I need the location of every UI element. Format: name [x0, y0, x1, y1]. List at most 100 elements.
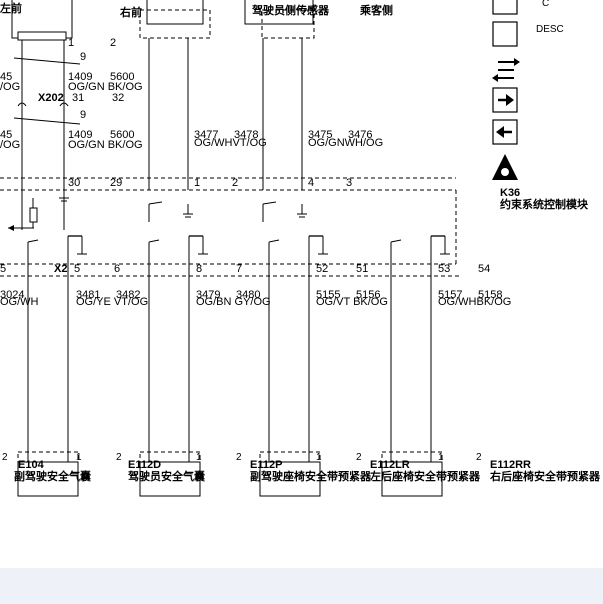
pin-label: 30: [68, 177, 80, 189]
circuit-number: 5155: [316, 289, 340, 301]
pin-label: 51: [356, 263, 368, 275]
pin-label: 7: [236, 263, 242, 275]
wire-color: OG/WHVT/OG: [194, 137, 267, 149]
top-module-right-front: 右前: [119, 0, 211, 39]
pin-label: 2: [2, 452, 8, 463]
module-label: 副驾驶座椅安全带预紧器: [250, 469, 372, 483]
arrow-left-icon[interactable]: [492, 119, 518, 145]
circuit-number: 3481: [76, 289, 100, 301]
pin-label: 4: [308, 177, 314, 189]
wire-color: /OG: [0, 81, 20, 93]
top-module-passenger: 乘客侧: [359, 3, 393, 17]
bottom-module-e112rr: 2 E112RR 右后座椅安全带预紧器: [476, 452, 601, 483]
top-module-label: 左前: [0, 1, 22, 15]
circuit-number: 5600: [110, 71, 134, 83]
lower-switches: [27, 235, 450, 255]
connector-label: X2: [54, 263, 67, 275]
module-code: E112RR: [490, 459, 531, 471]
wire-color: OG/YE VT/OG: [76, 296, 148, 308]
wire-color: OG/GN BK/OG: [68, 139, 143, 151]
circuit-number: 3480: [236, 289, 260, 301]
footer-band: [0, 568, 603, 604]
module-code: E112P: [250, 459, 282, 471]
pin-label: 2: [110, 37, 116, 49]
circuit-number: 3482: [116, 289, 140, 301]
wire-color: OG/BN GY/OG: [196, 296, 271, 308]
circuit-number: 1409: [68, 129, 92, 141]
pin-label: 29: [110, 177, 122, 189]
k36-code: K36: [500, 187, 520, 199]
wire-color: OG/WHBK/OG: [438, 296, 511, 308]
pin-label: 53: [438, 263, 450, 275]
circuit-number: 5600: [110, 129, 134, 141]
pin-label: 6: [114, 263, 120, 275]
top-module-left-front: 左前: [0, 0, 73, 41]
bottom-module-e112lr: 2 1 E112LR 左后座椅安全带预紧器: [356, 451, 481, 497]
esd-warning-icon[interactable]: [492, 154, 518, 180]
mid-wires: 3477 3478 OG/WHVT/OG 3475 3476 OG/GNWH/O…: [148, 38, 383, 170]
legend: C DESC: [492, 0, 564, 180]
pin-label: 1: [76, 452, 82, 463]
connector-pin: 31: [72, 92, 84, 104]
top-module-driver: 驾驶员侧传感器: [244, 0, 330, 39]
k36-name: 约束系统控制模块: [500, 197, 589, 211]
pin-label: 1: [196, 452, 202, 463]
pin-label: 2: [232, 177, 238, 189]
circuit-number: 5156: [356, 289, 380, 301]
module-label: 左后座椅安全带预紧器: [369, 469, 481, 483]
pin-label: 1: [68, 37, 74, 49]
pin-label: 9: [80, 109, 86, 121]
k36-module-outline: 30 29 1 2 4 3 K36 约束系统控制模块: [0, 170, 589, 277]
pin-label: 54: [478, 263, 490, 275]
pin-label: 52: [316, 263, 328, 275]
module-code: E112D: [128, 459, 161, 471]
wire-color: /OG: [0, 139, 20, 151]
pin-label: 3: [346, 177, 352, 189]
circuit-number: 45: [0, 129, 12, 141]
wire-color: OG/VT BK/OG: [316, 296, 388, 308]
module-code: E112LR: [370, 459, 410, 471]
arrow-right-icon[interactable]: [492, 87, 518, 113]
pin-label: 2: [356, 452, 362, 463]
module-label: 右后座椅安全带预紧器: [489, 469, 601, 483]
circuit-number: 3475: [308, 129, 332, 141]
legend-text: DESC: [536, 24, 564, 35]
circuit-number: 5158: [478, 289, 502, 301]
lower-wires: [27, 236, 432, 494]
wire-color: OG/WH: [0, 296, 39, 308]
pin-label: 5: [0, 263, 6, 275]
pin-label: 2: [476, 452, 482, 463]
square-icon[interactable]: [492, 0, 518, 15]
wire-color: OG/GNWH/OG: [308, 137, 383, 149]
circuit-number: 1409: [68, 71, 92, 83]
module-code: E104: [18, 459, 45, 471]
circuit-number: 3477: [194, 129, 218, 141]
legend-text: C: [542, 0, 549, 9]
module-label: 驾驶员安全气囊: [127, 469, 206, 483]
x2-connector-row: 5 X2 5 6 8 7 52 51 53 54: [0, 263, 490, 275]
bottom-module-e112d: 2 1 E112D 驾驶员安全气囊: [116, 451, 206, 497]
left-wiring-section: 1 2 9 9 45 1409 5600 /OG OG/GN BK/OG X20…: [0, 37, 143, 231]
circuit-number: 45: [0, 71, 12, 83]
connector-arrows-icon[interactable]: [492, 58, 520, 82]
circuit-number: 3024: [0, 289, 24, 301]
pin-label: 2: [116, 452, 122, 463]
pin-label: 1: [316, 452, 322, 463]
wiring-diagram: 左前 右前 驾驶员侧传感器 乘客侧 1 2 9 9 45 1409 5600 /…: [0, 0, 601, 497]
wire-color: OG/GN BK/OG: [68, 81, 143, 93]
pin-label: 2: [236, 452, 242, 463]
bottom-module-e104: 2 1 E104 副驾驶安全气囊: [2, 451, 92, 497]
bottom-module-e112p: 2 1 E112P 副驾驶座椅安全带预紧器: [236, 451, 372, 497]
pin-label: 1: [438, 452, 444, 463]
top-module-label: 右前: [119, 5, 142, 19]
square-icon[interactable]: [492, 21, 518, 47]
pin-label: 9: [80, 51, 86, 63]
module-label: 副驾驶安全气囊: [14, 469, 92, 483]
circuit-number: 3479: [196, 289, 220, 301]
top-module-label: 驾驶员侧传感器: [251, 3, 330, 17]
pin-label: 1: [194, 177, 200, 189]
circuit-number: 3476: [348, 129, 372, 141]
top-module-label: 乘客侧: [359, 3, 393, 17]
pin-label: 5: [74, 263, 80, 275]
circuit-number: 3478: [234, 129, 258, 141]
